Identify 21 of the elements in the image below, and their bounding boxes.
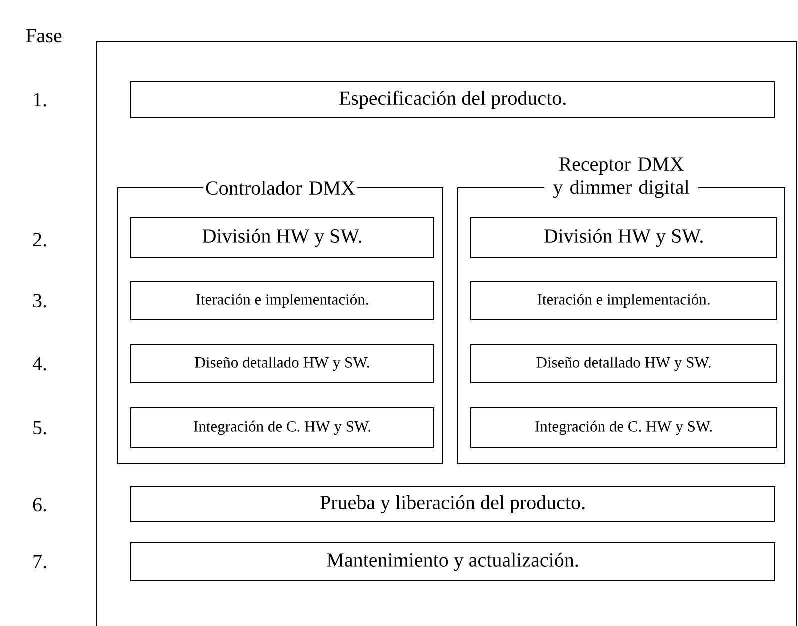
column-heading: Fase <box>26 29 62 43</box>
phase-box: División HW y SW. <box>130 218 434 258</box>
phase-box: Diseño detallado HW y SW. <box>470 344 778 384</box>
phase-number: 5. <box>34 421 46 435</box>
phase-box: Integración de C. HW y SW. <box>470 408 778 448</box>
phase-number: 3. <box>33 294 46 308</box>
phase-number: 6. <box>33 498 46 512</box>
phase-box: Iteración e implementación. <box>130 282 434 320</box>
phase-box: Mantenimiento y actualización. <box>130 542 776 582</box>
phase-number: 1. <box>34 93 46 107</box>
frame <box>96 42 798 626</box>
phase-box: Integración de C. HW y SW. <box>130 408 434 448</box>
phase-box: Especificación del producto. <box>130 82 776 118</box>
phase-box: Prueba y liberación del producto. <box>130 486 776 522</box>
phase-box: Diseño detallado HW y SW. <box>130 344 434 384</box>
node-label: Receptor DMX <box>559 158 684 176</box>
phase-number: 2. <box>33 233 46 247</box>
phase-box: División HW y SW. <box>470 218 778 258</box>
phase-number: 7. <box>34 555 46 569</box>
phase-number: 4. <box>32 357 46 371</box>
phase-box: Iteración e implementación. <box>470 282 778 320</box>
